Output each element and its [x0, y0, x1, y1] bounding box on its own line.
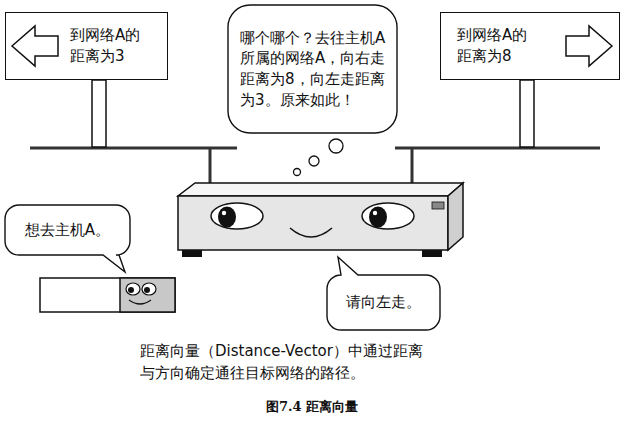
thought-bubble: 哪个哪个？去往主机A所属的网络A，向右走距离为8，向左走距离为3。原来如此！ — [228, 5, 397, 133]
signpost-board: 到网络A的 距离为8 — [440, 12, 620, 80]
speech-bubble: 想去主机A。 — [5, 205, 130, 255]
network-line — [395, 147, 600, 150]
router-link — [209, 148, 212, 184]
router-link — [411, 148, 414, 184]
node-text: 到网络A的 距离为8 — [457, 25, 531, 66]
router-figure — [178, 183, 463, 257]
sign-post — [520, 80, 534, 147]
node-text: 请向左走。 — [346, 292, 421, 313]
left-arrow — [12, 26, 58, 66]
sign-post — [92, 80, 106, 147]
network-line — [30, 147, 237, 150]
node-text: 到网络A的 距离为3 — [70, 25, 144, 66]
thought-dot — [329, 139, 343, 153]
thought-dot — [294, 169, 301, 176]
speech-bubble: 请向左走。 — [327, 275, 440, 330]
thought-dot — [309, 156, 319, 166]
signpost-board: 到网络A的 距离为3 — [5, 12, 168, 80]
node-text: 想去主机A。 — [25, 220, 110, 241]
bubble-outline — [228, 5, 397, 133]
figure-caption: 图7.4 距离向量 — [266, 398, 358, 416]
right-arrow — [566, 26, 612, 66]
node-text: 哪个哪个？去往主机A所属的网络A，向右走距离为8，向左走距离为3。原来如此！ — [240, 28, 387, 111]
description-text: 距离向量（Distance-Vector）中通过距离 与方向确定通往目标网络的路… — [140, 341, 426, 385]
host-figure — [40, 278, 175, 312]
